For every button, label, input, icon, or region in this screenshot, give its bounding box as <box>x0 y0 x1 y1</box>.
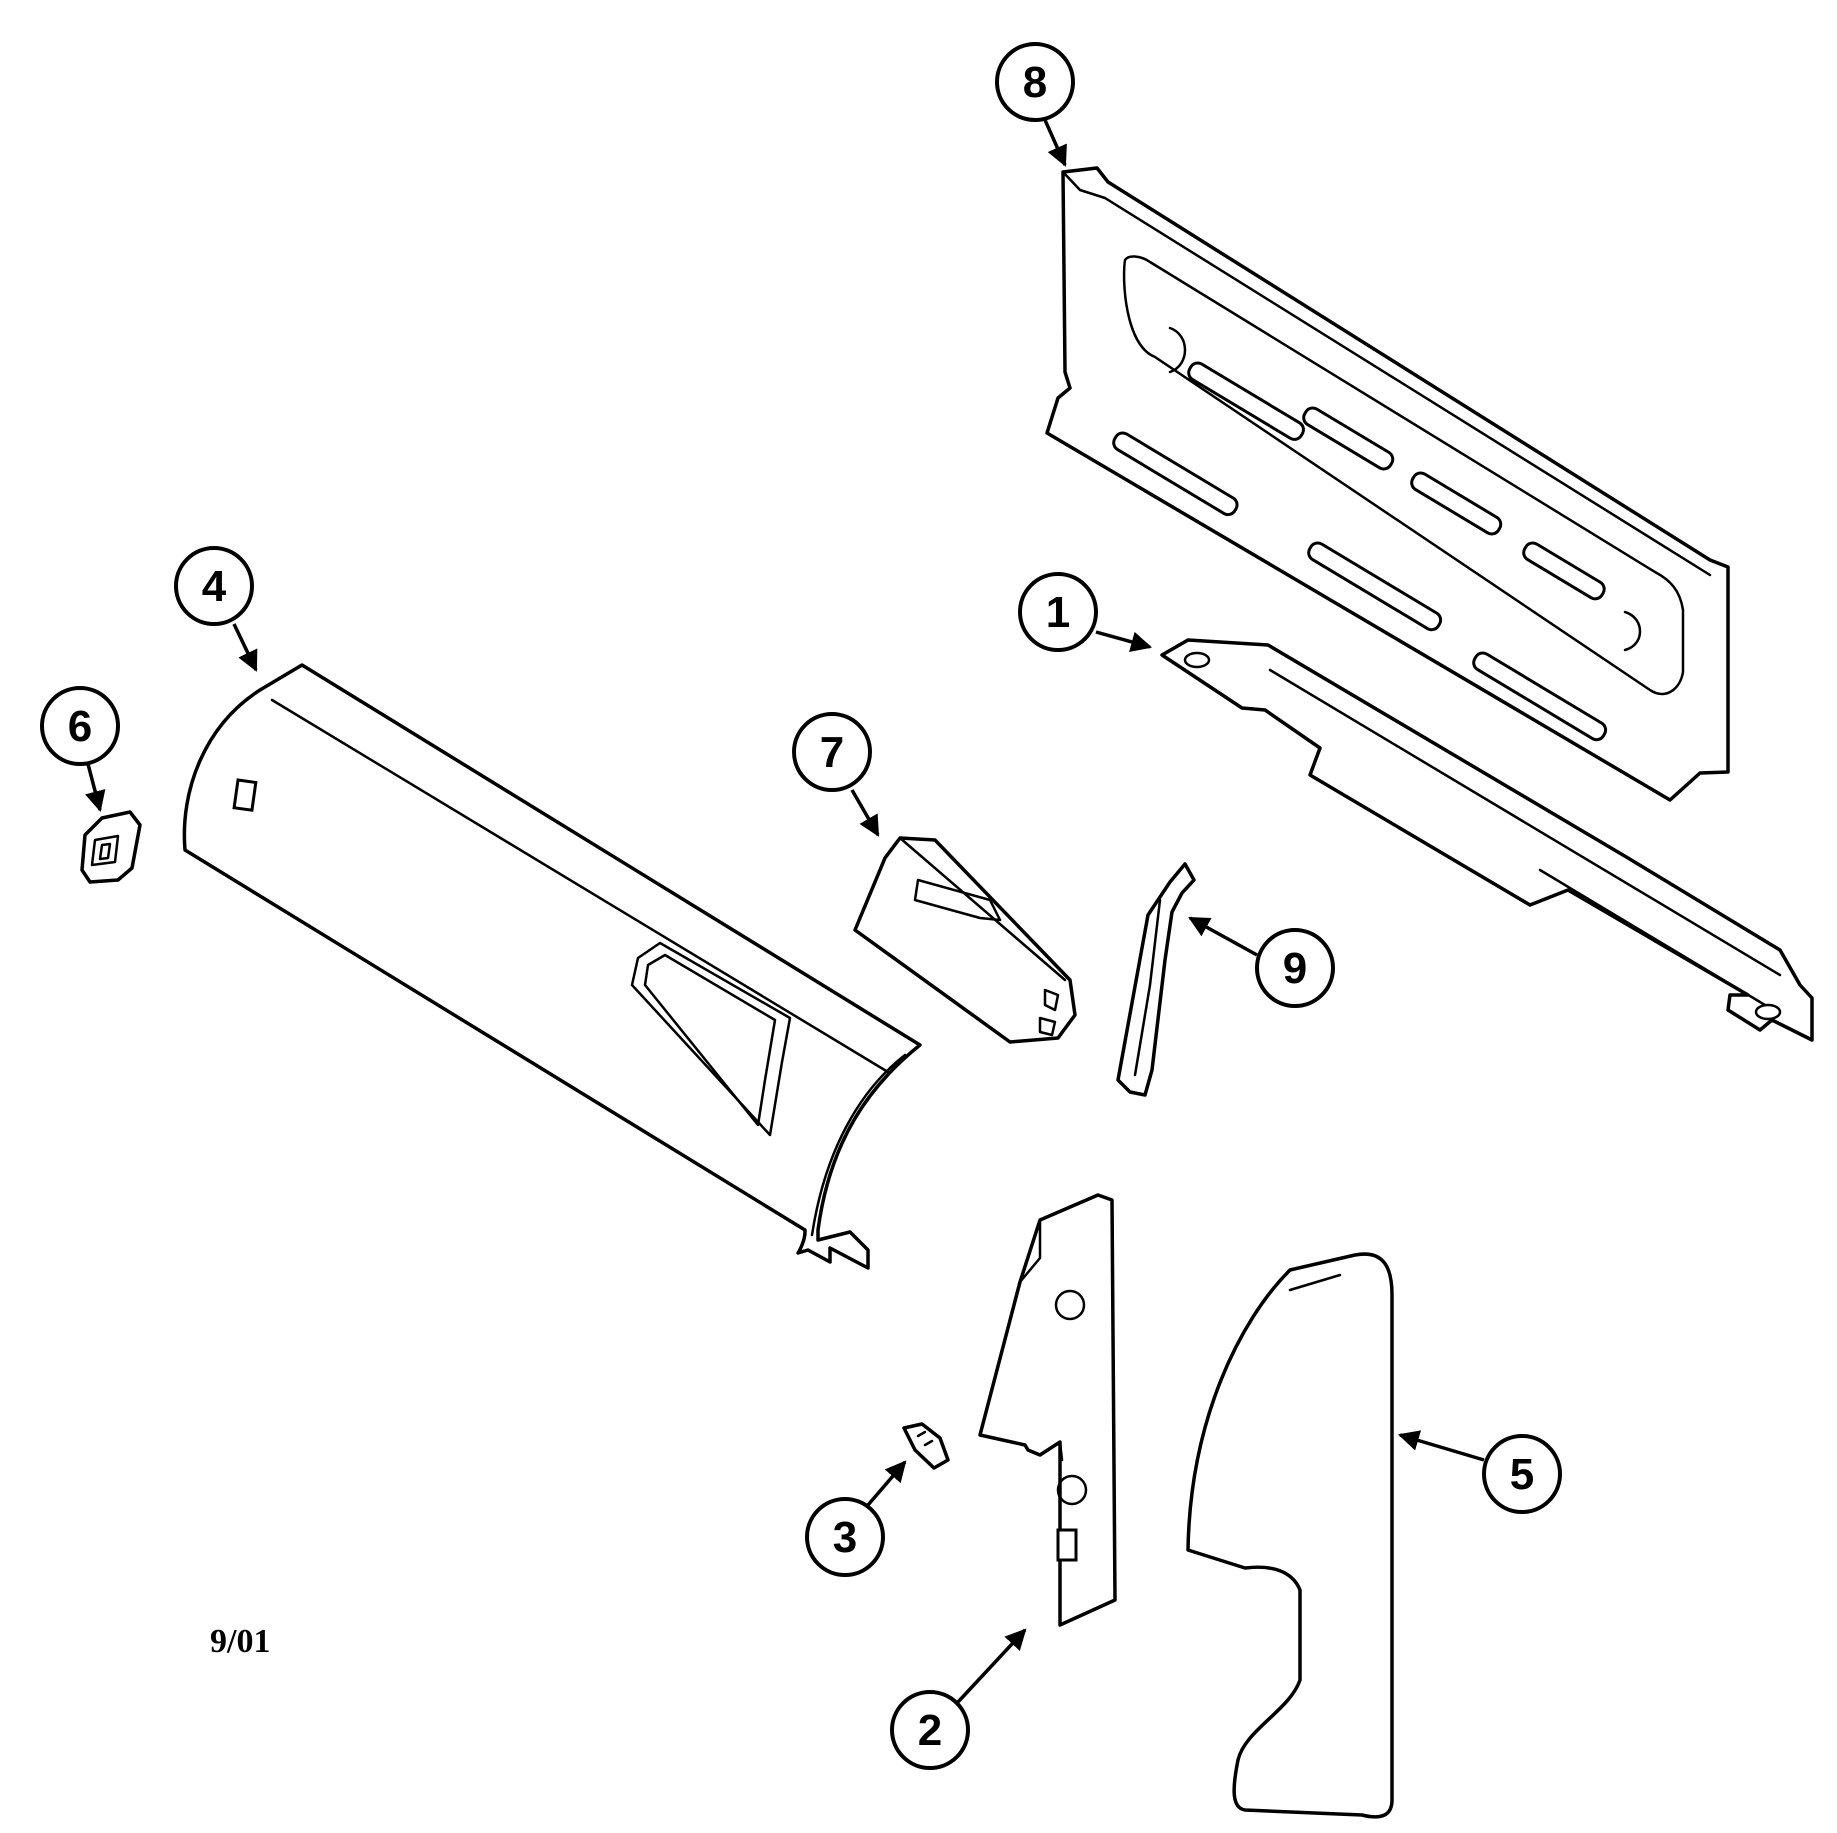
part-7-module <box>853 836 1077 1044</box>
callout-2: 2 <box>890 1628 1027 1770</box>
part-3-pin <box>902 1422 950 1470</box>
part-4-control-panel <box>182 663 922 1270</box>
svg-text:1: 1 <box>1046 588 1070 637</box>
part-1-bracket <box>1160 638 1814 1042</box>
callout-8: 8 <box>995 42 1075 167</box>
svg-text:5: 5 <box>1510 1450 1534 1499</box>
callout-5: 5 <box>1397 1430 1562 1514</box>
svg-text:9: 9 <box>1283 944 1307 993</box>
svg-text:7: 7 <box>820 728 844 777</box>
part-9-wire-bracket <box>1116 862 1196 1097</box>
svg-text:8: 8 <box>1023 58 1047 107</box>
part-5-end-cap <box>1186 1252 1394 1819</box>
callout-7: 7 <box>792 712 880 837</box>
part-8-back-panel <box>1045 166 1730 802</box>
callout-6: 6 <box>40 686 120 813</box>
svg-text:3: 3 <box>833 1513 857 1562</box>
callout-4: 4 <box>174 546 258 672</box>
callout-9: 9 <box>1188 916 1335 1008</box>
svg-text:2: 2 <box>918 1706 942 1755</box>
callout-1: 1 <box>1018 572 1153 653</box>
part-6-switch <box>80 810 142 884</box>
part-2-side-bracket <box>978 1193 1117 1627</box>
callout-3: 3 <box>805 1460 907 1577</box>
svg-text:6: 6 <box>68 702 92 751</box>
date-code: 9/01 <box>210 1623 270 1660</box>
svg-text:4: 4 <box>202 562 227 611</box>
